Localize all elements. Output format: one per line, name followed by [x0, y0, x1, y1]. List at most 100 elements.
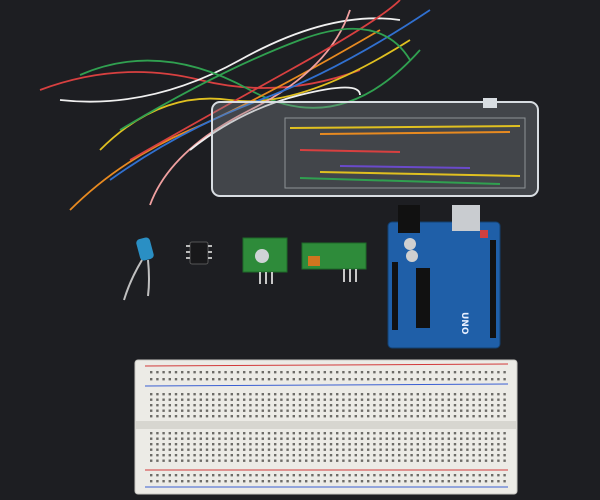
- breadboard-hole: [379, 409, 382, 412]
- breadboard-hole: [416, 432, 419, 435]
- jumper-wire: [59, 17, 401, 103]
- breadboard-hole: [181, 415, 184, 418]
- breadboard-hole: [193, 459, 196, 462]
- breadboard-hole: [280, 409, 283, 412]
- breadboard-hole: [441, 480, 444, 483]
- breadboard-hole: [354, 474, 357, 477]
- breadboard-hole: [373, 409, 376, 412]
- breadboard-hole: [398, 432, 401, 435]
- breadboard-hole: [429, 437, 432, 440]
- breadboard-hole: [323, 454, 326, 457]
- breadboard-hole: [503, 398, 506, 401]
- breadboard-hole: [162, 415, 165, 418]
- breadboard-hole: [274, 371, 277, 374]
- breadboard-hole: [336, 404, 339, 407]
- breadboard-hole: [224, 448, 227, 451]
- jumper-wire: [189, 86, 361, 151]
- breadboard-hole: [497, 459, 500, 462]
- breadboard-hole: [174, 448, 178, 451]
- breadboard-hole: [329, 459, 333, 462]
- breadboard-hole: [255, 415, 258, 418]
- breadboard-hole: [367, 398, 370, 401]
- breadboard-hole: [466, 409, 469, 412]
- breadboard-hole: [261, 443, 264, 446]
- breadboard-hole: [292, 404, 295, 407]
- breadboard-hole: [391, 437, 395, 440]
- breadboard-hole: [156, 459, 159, 462]
- breadboard-hole: [391, 480, 395, 483]
- breadboard-hole: [466, 474, 469, 477]
- breadboard-hole: [410, 415, 413, 418]
- breadboard-hole: [230, 409, 233, 412]
- breadboard-hole: [398, 443, 401, 446]
- breadboard-hole: [267, 480, 271, 483]
- breadboard-hole: [398, 480, 401, 483]
- breadboard-hole: [367, 415, 370, 418]
- breadboard-hole: [174, 398, 178, 401]
- breadboard-hole: [373, 378, 376, 381]
- breadboard-hole: [280, 432, 283, 435]
- breadboard-hole: [156, 409, 159, 412]
- breadboard-hole: [199, 432, 202, 435]
- rail-red-top: [144, 363, 509, 367]
- breadboard-hole: [453, 459, 457, 462]
- breadboard-hole: [398, 459, 401, 462]
- breadboard-hole: [218, 454, 221, 457]
- breadboard-hole: [218, 480, 221, 483]
- breadboard-hole: [497, 404, 500, 407]
- breadboard-hole: [348, 459, 351, 462]
- breadboard-hole: [311, 415, 314, 418]
- breadboard-hole: [156, 437, 159, 440]
- breadboard-hole: [472, 371, 475, 374]
- breadboard-hole: [162, 404, 165, 407]
- breadboard-hole: [367, 448, 370, 451]
- breadboard-hole: [311, 404, 314, 407]
- breadboard-hole: [503, 371, 506, 374]
- wire-yellow-2: [319, 171, 521, 177]
- breadboard-hole: [484, 437, 488, 440]
- breadboard-hole: [329, 404, 333, 407]
- breadboard-hole: [286, 378, 289, 381]
- breadboard-hole: [205, 480, 209, 483]
- breadboard-hole: [174, 404, 178, 407]
- jumper-wires: [39, 0, 431, 211]
- breadboard-hole: [460, 480, 463, 483]
- breadboard-hole: [162, 448, 165, 451]
- breadboard-hole: [218, 459, 221, 462]
- breadboard-hole: [466, 432, 469, 435]
- breadboard-hole: [199, 371, 202, 374]
- breadboard-hole: [336, 432, 339, 435]
- breadboard-hole: [497, 378, 500, 381]
- breadboard-hole: [292, 378, 295, 381]
- breadboard-hole: [199, 480, 202, 483]
- breadboard-hole: [360, 393, 364, 396]
- jumper-wire: [129, 0, 401, 161]
- breadboard-hole: [255, 432, 258, 435]
- breadboard-hole: [336, 443, 339, 446]
- breadboard-hole: [311, 443, 314, 446]
- breadboard-hole: [317, 398, 320, 401]
- breadboard-hole: [410, 437, 413, 440]
- breadboard-hole: [484, 454, 488, 457]
- rf-transmitter-module: [242, 237, 288, 284]
- breadboard-hole: [298, 398, 302, 401]
- breadboard-hole: [323, 480, 326, 483]
- breadboard-hole: [385, 378, 388, 381]
- breadboard-hole: [472, 437, 475, 440]
- breadboard-hole: [472, 398, 475, 401]
- breadboard-hole: [435, 393, 438, 396]
- breadboard-hole: [156, 378, 159, 381]
- breadboard-hole: [236, 404, 240, 407]
- breadboard-hole: [224, 454, 227, 457]
- breadboard-hole: [348, 404, 351, 407]
- breadboard-hole: [286, 393, 289, 396]
- breadboard-hole: [317, 371, 320, 374]
- breadboard-hole: [329, 432, 333, 435]
- breadboard-hole: [460, 454, 463, 457]
- breadboard-hole: [404, 393, 407, 396]
- breadboard-hole: [441, 371, 444, 374]
- breadboard-hole: [348, 448, 351, 451]
- breadboard-hole: [162, 459, 165, 462]
- wire-green: [299, 177, 501, 185]
- breadboard-hole: [478, 448, 481, 451]
